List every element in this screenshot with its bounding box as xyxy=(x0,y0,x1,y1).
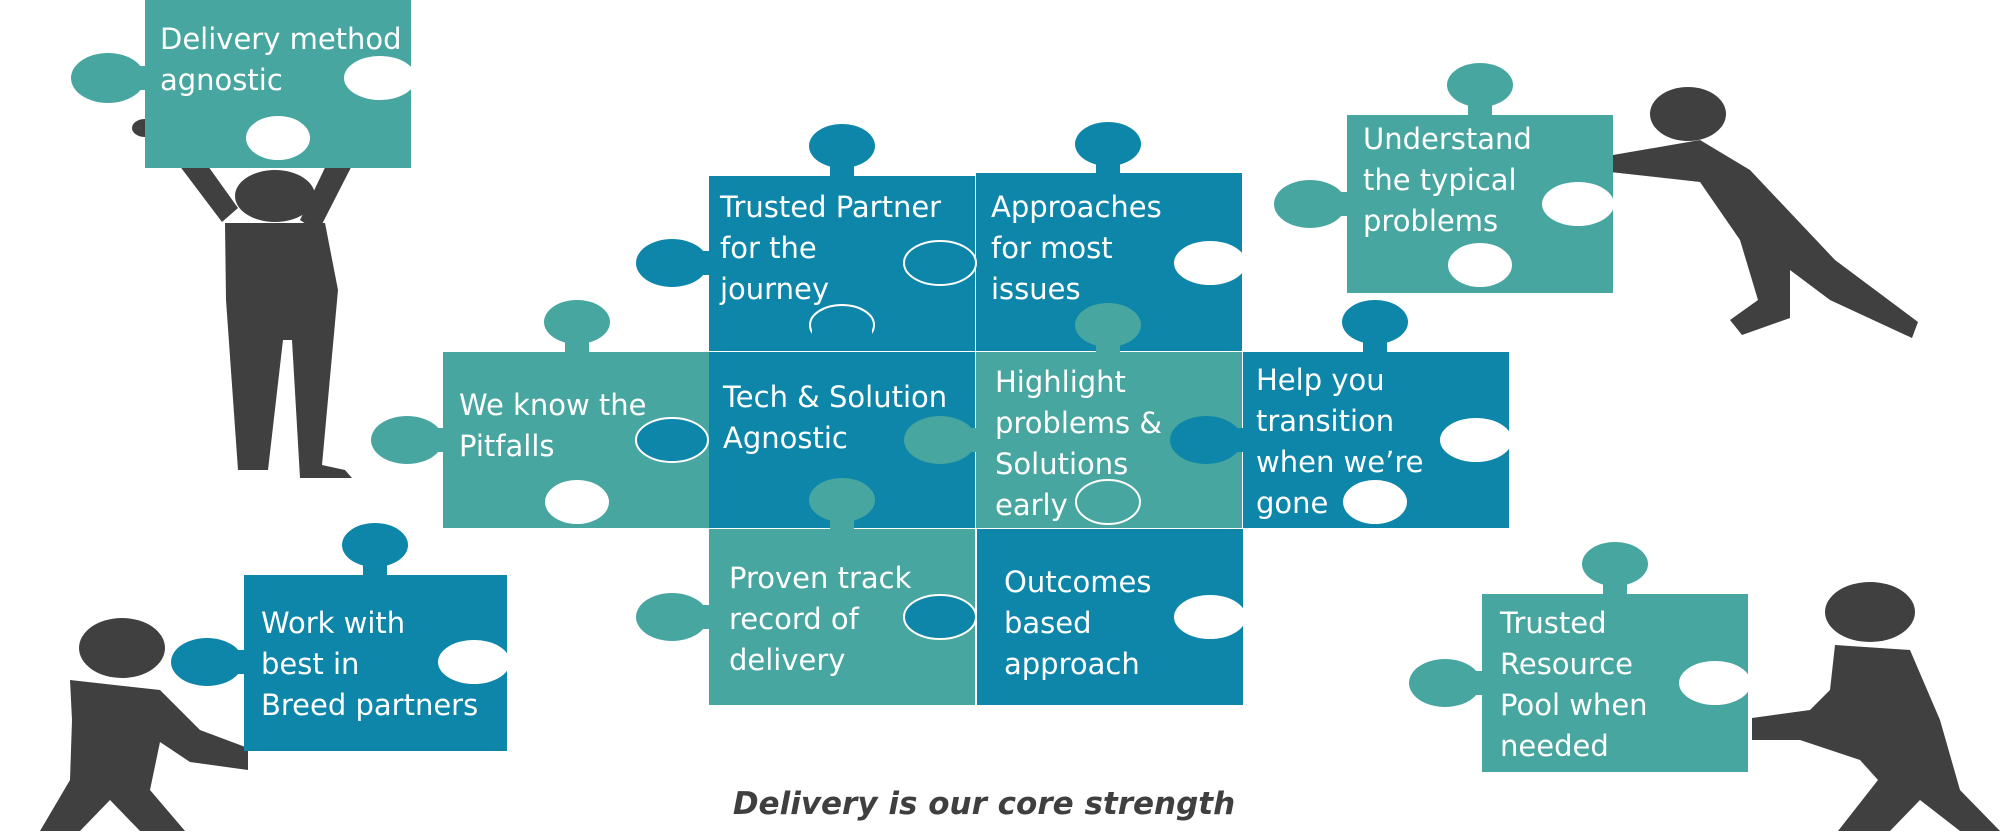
label-line: based xyxy=(1004,606,1092,640)
label-line: when we’re xyxy=(1256,445,1424,479)
label-line: problems xyxy=(1363,204,1499,238)
person-pushing-left-icon xyxy=(40,618,248,831)
label-line: for the xyxy=(720,231,817,265)
label-line: We know the xyxy=(459,388,647,422)
person-pushing-right-icon xyxy=(1752,582,2000,831)
label-outcomes: Outcomes based approach xyxy=(1004,562,1151,685)
label-line: Proven track xyxy=(729,561,912,595)
puzzle-piece-trusted-resource xyxy=(1409,542,1751,772)
label-pitfalls: We know the Pitfalls xyxy=(459,385,646,467)
puzzle-piece-help xyxy=(1170,300,1512,528)
label-line: Tech & Solution xyxy=(723,380,948,414)
label-line: Highlight xyxy=(995,365,1126,399)
label-line: Breed partners xyxy=(261,688,479,722)
label-line: issues xyxy=(991,272,1081,306)
label-line: transition xyxy=(1256,404,1395,438)
label-line: agnostic xyxy=(160,63,283,97)
label-line: early xyxy=(995,488,1068,522)
puzzle-piece-delivery-method xyxy=(71,0,416,168)
label-line: Work with xyxy=(261,606,406,640)
label-line: Trusted Partner xyxy=(720,190,942,224)
caption: Delivery is our core strength xyxy=(732,786,1236,822)
label-line: record of xyxy=(729,602,859,636)
label-help: Help you transition when we’re gone xyxy=(1256,360,1423,524)
label-line: Pool when xyxy=(1500,688,1648,722)
label-work-with: Work with best in Breed partners xyxy=(261,603,478,726)
puzzle-piece-understand xyxy=(1274,63,1614,293)
person-pushing-icon xyxy=(1610,87,1918,338)
puzzle-piece-work-with xyxy=(171,523,510,751)
label-trusted-partner: Trusted Partner for the journey xyxy=(720,187,941,310)
label-highlight: Highlight problems & Solutions early xyxy=(995,362,1162,526)
label-understand: Understand the typical problems xyxy=(1363,119,1532,242)
label-line: Trusted xyxy=(1500,606,1607,640)
label-delivery-method: Delivery method agnostic xyxy=(160,19,402,101)
label-line: needed xyxy=(1500,729,1609,763)
label-proven: Proven track record of delivery xyxy=(729,558,911,681)
label-tech: Tech & Solution Agnostic xyxy=(723,377,947,459)
label-line: best in xyxy=(261,647,360,681)
label-line: Outcomes xyxy=(1004,565,1152,599)
label-line: problems & xyxy=(995,406,1162,440)
label-approaches: Approaches for most issues xyxy=(991,187,1162,310)
label-line: Solutions xyxy=(995,447,1129,481)
label-line: gone xyxy=(1256,486,1329,520)
label-line: Pitfalls xyxy=(459,429,555,463)
label-line: Delivery method xyxy=(160,22,402,56)
puzzle-piece-outcomes xyxy=(903,529,1246,705)
label-line: Agnostic xyxy=(723,421,848,455)
label-line: Understand xyxy=(1363,122,1532,156)
label-line: approach xyxy=(1004,647,1140,681)
label-line: Help you xyxy=(1256,363,1385,397)
label-line: delivery xyxy=(729,643,846,677)
label-line: the typical xyxy=(1363,163,1517,197)
label-line: Approaches xyxy=(991,190,1162,224)
label-trusted-resource: Trusted Resource Pool when needed xyxy=(1500,603,1648,767)
label-line: journey xyxy=(720,272,829,306)
label-line: for most xyxy=(991,231,1113,265)
label-line: Resource xyxy=(1500,647,1633,681)
